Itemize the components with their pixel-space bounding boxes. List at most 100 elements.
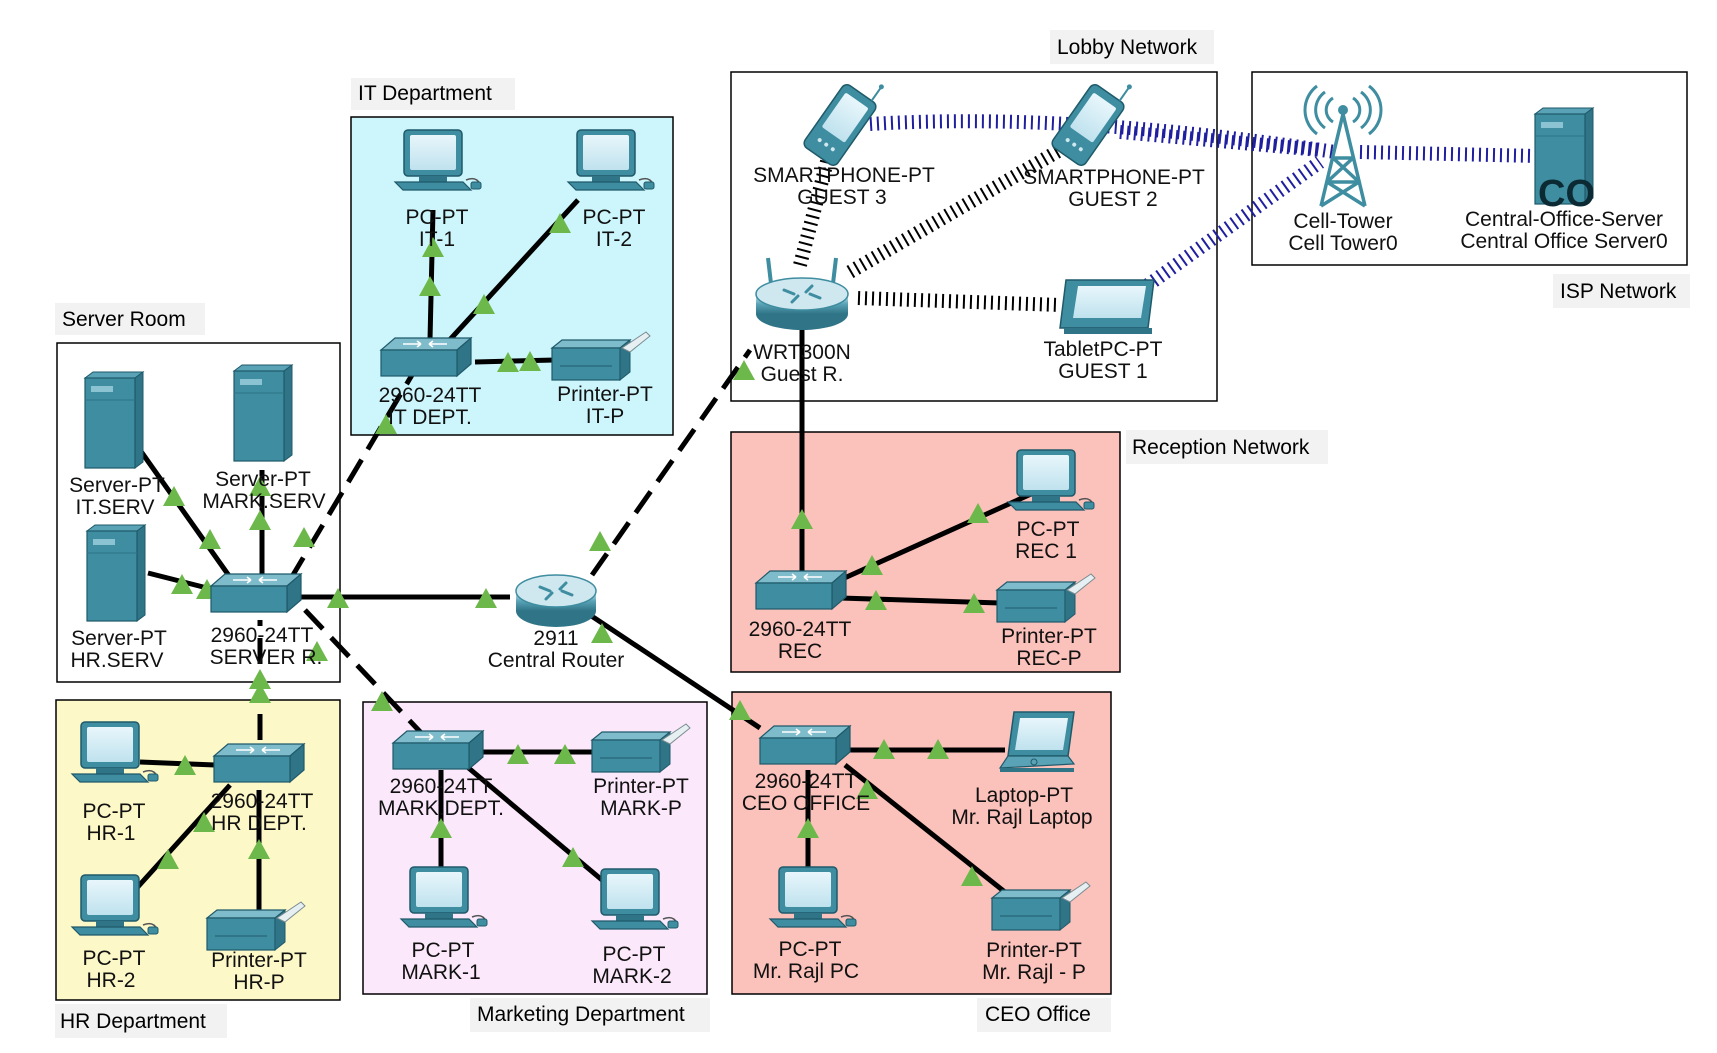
zone-it-label: IT Department [358, 82, 492, 105]
device-name: Mr. Rajl - P [982, 961, 1086, 984]
device-model: Printer-PT [1001, 625, 1097, 648]
device-mark-printer[interactable]: Printer-PT MARK-P [591, 723, 691, 820]
device-smartphone-guest2[interactable]: SMARTPHONE-PT GUEST 2 [1023, 65, 1205, 211]
device-rec-printer[interactable]: Printer-PT REC-P [996, 573, 1097, 670]
wlink-wrt-phone3 [793, 148, 837, 267]
switch-icon [380, 337, 472, 377]
device-model: PC-PT [1017, 518, 1080, 541]
device-mark-pc2[interactable]: PC-PT MARK-2 [591, 868, 679, 988]
device-name: HR.SERV [71, 649, 164, 672]
device-name: CEO OFFICE [742, 792, 870, 815]
device-it-switch[interactable]: 2960-24TT IT DEPT. [379, 337, 482, 429]
device-central-office-server[interactable]: CO Central-Office-Server Central Office … [1460, 107, 1668, 253]
link-mk2-mksw [463, 763, 610, 887]
device-server-switch[interactable]: 2960-24TT SERVER R. [210, 573, 323, 669]
co-badge: CO [1538, 173, 1595, 215]
zone-marketing-label: Marketing Department [477, 1003, 685, 1026]
router-icon [514, 573, 598, 629]
device-model: 2911 [533, 627, 578, 650]
link-router-wrt [589, 348, 753, 577]
device-name: GUEST 2 [1068, 188, 1157, 211]
device-name: MARK.DEPT. [378, 797, 504, 820]
device-mark-switch[interactable]: 2960-24TT MARK.DEPT. [378, 730, 504, 820]
device-hr-pc2[interactable]: PC-PT HR-2 [71, 874, 159, 992]
server-icon [86, 524, 146, 622]
device-wireless-router[interactable]: WRT300N Guest R. [753, 256, 851, 386]
link-srvit-srvsw [137, 448, 235, 582]
device-name: Central Router [488, 649, 625, 672]
zone-isp-box [1251, 71, 1688, 266]
device-hr-printer[interactable]: Printer-PT HR-P [206, 901, 307, 994]
device-ceo-switch[interactable]: 2960-24TT CEO OFFICE [742, 725, 870, 815]
device-model: PC-PT [412, 939, 475, 962]
link-hr1-hrsw [139, 759, 216, 768]
device-model: WRT300N [753, 341, 851, 364]
device-model: Cell-Tower [1293, 210, 1392, 233]
device-name: HR-P [233, 971, 284, 994]
device-name: IT.SERV [76, 496, 155, 519]
device-model: SMARTPHONE-PT [753, 164, 935, 187]
device-it-pc1[interactable]: PC-PT IT-1 [394, 129, 482, 251]
device-model: 2960-24TT [379, 384, 482, 407]
device-server-it[interactable]: Server-PT IT.SERV [69, 371, 165, 519]
switch-icon [759, 725, 851, 765]
device-smartphone-guest3[interactable]: SMARTPHONE-PT GUEST 3 [753, 65, 935, 209]
device-ceo-laptop[interactable]: Laptop-PT Mr. Rajl Laptop [951, 711, 1093, 829]
switch-icon [210, 573, 302, 613]
device-model: SMARTPHONE-PT [1023, 166, 1205, 189]
device-model: Server-PT [69, 474, 165, 497]
device-rec-pc[interactable]: PC-PT REC 1 [1007, 449, 1095, 563]
device-model: 2960-24TT [390, 775, 493, 798]
zone-reception-label: Reception Network [1132, 436, 1310, 459]
device-name: Mr. Rajl PC [753, 960, 859, 983]
device-rec-switch[interactable]: 2960-24TT REC [749, 570, 852, 663]
device-cell-tower[interactable]: Cell-Tower Cell Tower0 [1288, 84, 1398, 255]
link-router-ceosw [588, 612, 762, 731]
wlink-tablet-tower [1143, 156, 1325, 291]
device-name: Cell Tower0 [1288, 232, 1397, 255]
device-name: SERVER R. [210, 646, 323, 669]
device-name: REC-P [1016, 647, 1081, 670]
device-name: GUEST 3 [797, 186, 886, 209]
device-hr-switch[interactable]: 2960-24TT HR DEPT. [211, 743, 314, 835]
device-name: IT DEPT. [388, 406, 472, 429]
device-model: 2960-24TT [211, 624, 314, 647]
device-model: Server-PT [71, 627, 167, 650]
device-model: PC-PT [83, 947, 146, 970]
server-icon [84, 371, 144, 469]
device-tablet-guest1[interactable]: TabletPC-PT GUEST 1 [1043, 279, 1163, 383]
device-name: MARK-P [600, 797, 682, 820]
switch-icon [392, 730, 484, 770]
device-name: MARK.SERV [202, 490, 325, 513]
device-name: HR-1 [86, 822, 135, 845]
device-model: PC-PT [779, 938, 842, 961]
device-it-pc2[interactable]: PC-PT IT-2 [567, 129, 655, 251]
switch-icon [755, 570, 847, 610]
device-model: PC-PT [83, 800, 146, 823]
device-model: 2960-24TT [755, 770, 858, 793]
wireless-links [793, 114, 1539, 312]
device-mark-pc1[interactable]: PC-PT MARK-1 [400, 866, 488, 984]
device-name: HR-2 [86, 969, 135, 992]
device-it-printer[interactable]: Printer-PT IT-P [551, 331, 653, 428]
switch-icon [213, 743, 305, 783]
device-model: Server-PT [215, 468, 311, 491]
link-hr2-hrsw [133, 783, 232, 892]
device-name: Central Office Server0 [1460, 230, 1667, 253]
device-model: Printer-PT [593, 775, 689, 798]
device-server-mark[interactable]: Server-PT MARK.SERV [202, 364, 326, 513]
device-name: REC [778, 640, 822, 663]
link-itsw-itp [474, 357, 556, 365]
device-name: IT-1 [419, 228, 455, 251]
link-it1-itsw [427, 209, 436, 341]
device-ceo-pc[interactable]: PC-PT Mr. Rajl PC [753, 866, 859, 983]
server-icon [233, 364, 293, 462]
device-name: IT-2 [596, 228, 632, 251]
device-server-hr[interactable]: Server-PT HR.SERV [71, 524, 168, 672]
device-ceo-printer[interactable]: Printer-PT Mr. Rajl - P [982, 881, 1091, 984]
device-model: 2960-24TT [211, 790, 314, 813]
link-ceosw-ceop [843, 763, 1017, 902]
device-central-router[interactable]: 2911 Central Router [488, 573, 625, 672]
device-hr-pc1[interactable]: PC-PT HR-1 [71, 721, 159, 845]
zone-isp-label: ISP Network [1560, 280, 1677, 303]
